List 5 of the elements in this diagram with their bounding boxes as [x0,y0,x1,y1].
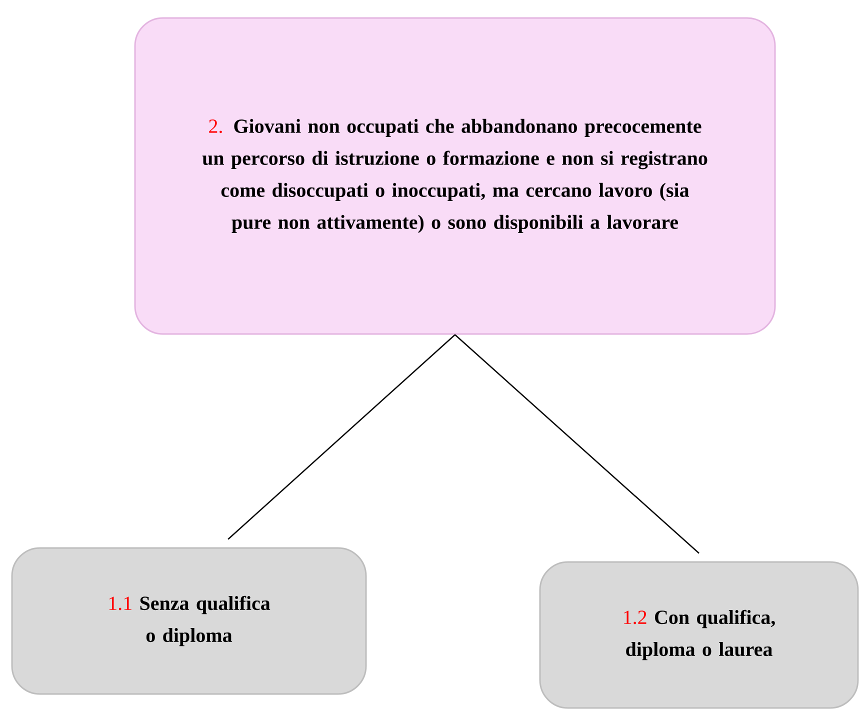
connector-line [454,334,700,554]
connector-line [228,334,456,540]
category-box: 2. Giovani non occupati che abbandonano precocemente un percorso di istruzione o formazione e non si registrano come disoccupati o inoccupati, ma cercano lavoro (sia pure non attivamente) o sono disponibili a lavorare [134,17,776,335]
category-box: 1.2 Con qualifica, diploma o laurea [539,561,859,709]
category-box: 1.1 Senza qualifica o diploma [11,547,367,695]
